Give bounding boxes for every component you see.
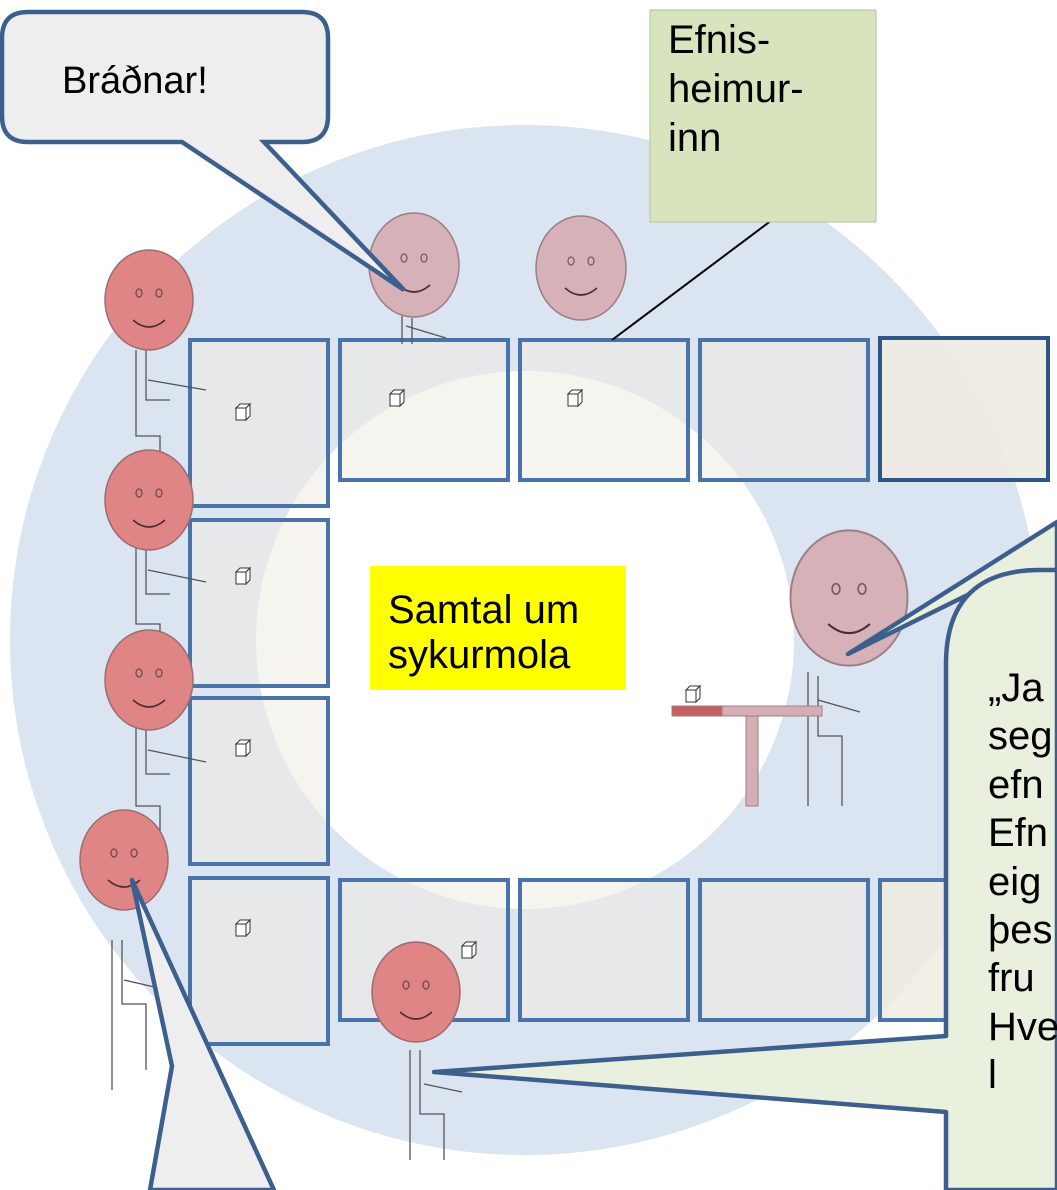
- label-line: Samtal um: [388, 588, 580, 632]
- speech-line: eig: [988, 859, 1042, 904]
- sugar-cube-icon: [235, 739, 251, 757]
- speech-bubble-bradnar-shape: [0, 9, 406, 292]
- speech-line: Efn: [988, 811, 1049, 856]
- sugar-cube-icon: [235, 567, 251, 585]
- speech-bubble-ja-shape: [431, 567, 1057, 1190]
- table-tile: [188, 518, 330, 688]
- label-line: Efnis-: [668, 18, 771, 62]
- table-tile: [698, 338, 870, 482]
- speech-line: efn: [988, 762, 1044, 807]
- label-efnisheimurinn: Efnis- heimur- inn: [668, 16, 804, 162]
- sugar-cube-icon: [235, 919, 251, 937]
- speech-line: þes: [988, 907, 1053, 952]
- person-face-icon: [789, 529, 909, 667]
- sugar-cube-icon: [685, 685, 701, 703]
- table-tile: [188, 338, 330, 508]
- table-tile: [338, 338, 510, 482]
- person-face-icon: [104, 629, 194, 731]
- speech-line: seg: [988, 714, 1053, 759]
- table-tile: [518, 878, 690, 1022]
- small-table: [671, 705, 823, 807]
- label-samtal-um-sykurmola: Samtal um sykurmola: [388, 588, 579, 678]
- sugar-cube-icon: [461, 941, 477, 959]
- speech-line: „Ja: [988, 666, 1044, 710]
- label-line: sykurmola: [388, 632, 571, 677]
- person-face-icon: [104, 449, 194, 551]
- speech-bubble-bradnar-text: Bráðnar!: [62, 60, 208, 102]
- label-pointer-line: [611, 219, 773, 341]
- table-tile: [188, 696, 330, 866]
- label-box-efnisheimurinn: [649, 9, 877, 223]
- table-tile: [188, 876, 330, 1046]
- label-line: inn: [668, 115, 722, 160]
- person-face-icon: [104, 249, 194, 351]
- speech-bubble-left-pointer: [129, 877, 277, 1190]
- sugar-cube-icon: [389, 389, 405, 407]
- sugar-cube-icon: [567, 389, 583, 407]
- table-tile: [878, 336, 1050, 482]
- label-line: heimur-: [668, 66, 804, 111]
- table-tile: [518, 338, 690, 482]
- table-tile: [698, 878, 870, 1022]
- person-face-icon: [371, 941, 461, 1043]
- speech-line: l: [988, 1053, 997, 1098]
- person-face-icon: [535, 215, 627, 321]
- speech-line: Hve: [988, 1004, 1057, 1049]
- person-face-icon: [79, 809, 169, 911]
- speech-line: fru: [988, 956, 1035, 1001]
- speech-bubble-ja-text: „Ja seg efn Efn eig þes fru Hve l: [988, 664, 1057, 1190]
- label-box-samtal: [370, 566, 626, 690]
- sugar-cube-icon: [235, 403, 251, 421]
